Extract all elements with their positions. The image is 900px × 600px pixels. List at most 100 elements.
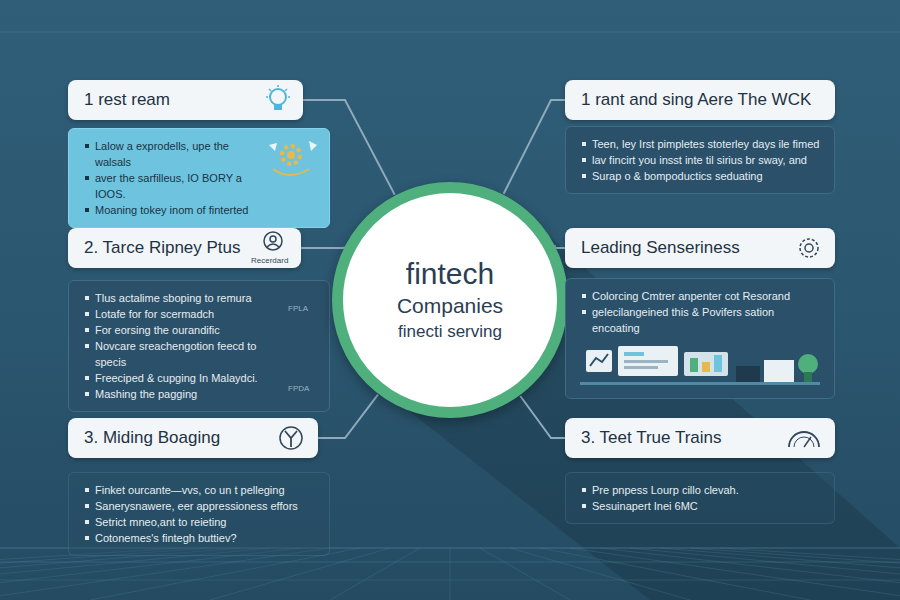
grid-line	[510, 548, 690, 600]
grid-line	[660, 548, 900, 600]
icon-part	[285, 431, 297, 447]
icon-part	[789, 432, 819, 447]
icon-part	[282, 146, 300, 164]
icon-part	[624, 360, 668, 363]
bullet-text: Setrict mneo,ant to reieting	[83, 514, 315, 530]
bullet-text: Lotafe for for scermadch	[83, 306, 277, 322]
bullet-text: Tlus actalime sboping to remura	[83, 290, 277, 306]
icon-part	[624, 366, 658, 369]
icon-part	[590, 354, 608, 366]
bullet-text: For eorsing the ourandific	[83, 322, 277, 338]
center-text: finecti serving	[398, 320, 502, 344]
small-label: FPLA	[288, 304, 308, 313]
bullet-text: Pre pnpess Lourp cillo clevah.	[580, 482, 820, 498]
icon-part	[267, 244, 279, 247]
icon-part	[764, 360, 794, 382]
gear-icon	[265, 135, 321, 181]
header-text: 1 rant and sing Aere The WCK	[581, 80, 811, 120]
icon-part	[736, 366, 760, 382]
icon-part	[273, 169, 309, 175]
grid-line	[630, 548, 900, 600]
info-panel: Colorcing Cmtrer anpenter cot Resorandge…	[565, 278, 835, 399]
icon-part	[274, 105, 282, 110]
icon-part	[684, 352, 728, 376]
bullet-text: Sanerysnawere, eer appressioness effors	[83, 498, 315, 514]
icon-part	[798, 354, 818, 374]
icon-part	[794, 437, 814, 447]
grid-line	[570, 548, 900, 600]
header-text: 1 rest ream	[84, 80, 170, 120]
icon-part	[586, 350, 612, 372]
lightbulb-icon	[263, 84, 293, 116]
icon-part	[287, 151, 295, 159]
icon-part	[804, 372, 812, 382]
header-pill: 3. Teet True Trains	[565, 418, 835, 458]
grid-line	[330, 548, 420, 600]
bullet-text: Colorcing Cmtrer anpenter cot Resorand	[580, 288, 820, 304]
icon-part	[280, 427, 302, 449]
bullet-text: Cotonemes's fintegh buttiev?	[83, 530, 315, 546]
header-text: 2. Tarce Ripney Ptus	[84, 228, 241, 268]
header-text: 3. Teet True Trains	[581, 418, 721, 458]
info-panel: Lalow a exprodells, upe the walsalsaver …	[68, 128, 330, 228]
icon-part	[264, 232, 282, 250]
icon-part	[269, 143, 277, 151]
icon-part	[277, 85, 279, 87]
icon-part	[285, 89, 287, 91]
bullet-text: Sesuinapert Inei 6MC	[580, 498, 820, 514]
header-pill: 1 rant and sing Aere The WCK	[565, 80, 835, 120]
y-symbol-icon	[276, 424, 306, 452]
grid-line	[450, 548, 451, 600]
grid-line	[540, 548, 810, 600]
grid-line	[720, 548, 900, 600]
icon-part	[804, 437, 811, 447]
info-panel: Finket ourcante—vvs, co un t pellegingSa…	[68, 472, 330, 556]
bullet-text: Lalow a exprodells, upe the walsals	[83, 138, 259, 170]
header-pill: 3. Miding Boaging	[68, 418, 318, 458]
bullet-text: Surap o & bompoductics seduating	[580, 168, 820, 184]
icon-part	[270, 89, 286, 105]
gauge-icon	[785, 423, 823, 453]
icon-part	[266, 96, 268, 98]
person-icon	[259, 230, 287, 254]
bullet-text: Mashing the pagging	[83, 386, 277, 402]
bullet-text: gelecilangeined this & Povifers sation e…	[580, 304, 820, 336]
header-pill: 1 rest ream	[68, 80, 303, 120]
header-pill: Leading Senseriness	[565, 228, 835, 268]
icon-part	[309, 141, 317, 151]
swirl-icon	[793, 235, 825, 261]
icon-part	[690, 358, 698, 372]
icon-part	[580, 382, 820, 385]
small-label: FPDA	[288, 384, 309, 393]
bullet-text: Novcare sreachengotion feecd to specis	[83, 338, 277, 370]
icon-part	[618, 346, 678, 376]
top-rule	[0, 32, 900, 33]
icon-part	[269, 89, 271, 91]
icon-part	[624, 352, 644, 356]
icon-part	[800, 239, 818, 257]
bullet-text: Freeciped & cupging In Malaydci.	[83, 370, 277, 386]
connector-line	[301, 246, 345, 249]
connector-line	[520, 396, 565, 438]
bullet-text: lav fincirt you insst inte til sirius br…	[580, 152, 820, 168]
center-text: fintech	[406, 256, 494, 292]
grid-line	[690, 548, 900, 600]
small-label: Recerdard	[251, 256, 288, 265]
bullet-text: aver the sarfilleus, IO BORY a IOOS.	[83, 170, 259, 202]
icon-part	[805, 244, 813, 252]
office-illustration	[578, 342, 824, 392]
header-text: Leading Senseriness	[581, 228, 740, 268]
info-panel: Pre pnpess Lourp cillo clevah.Sesuinaper…	[565, 472, 835, 524]
bullet-text: Finket ourcante—vvs, co un t pelleging	[83, 482, 315, 498]
center-text: Companies	[397, 292, 503, 320]
header-text: 3. Miding Boaging	[84, 418, 220, 458]
icon-part	[288, 96, 290, 98]
icon-part	[702, 362, 710, 372]
icon-part	[714, 355, 722, 372]
center-circle: fintechCompaniesfinecti serving	[332, 182, 568, 418]
bullet-text: Teen, ley Irst pimpletes stoterley days …	[580, 136, 820, 152]
info-panel: Teen, ley Irst pimpletes stoterley days …	[565, 126, 835, 194]
bullet-text: Moaning tokey inom of finterted	[83, 202, 259, 218]
icon-part	[270, 236, 276, 242]
